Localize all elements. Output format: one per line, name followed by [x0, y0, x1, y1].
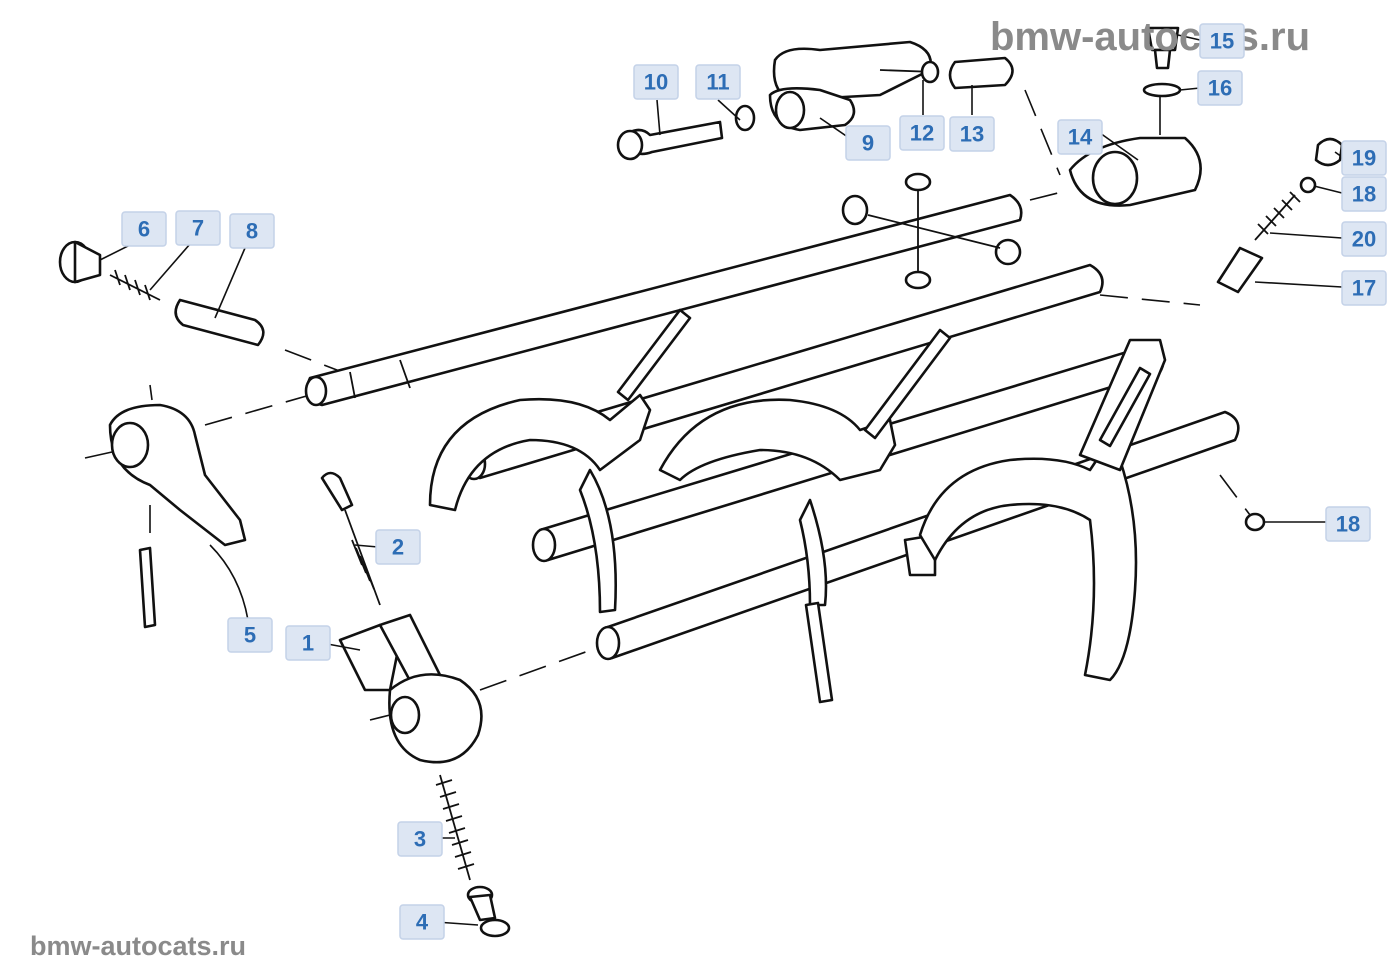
- callout-18-upper[interactable]: 18: [1341, 176, 1387, 212]
- shift-fork-left: [428, 393, 652, 614]
- callout-label: 6: [138, 217, 150, 242]
- watermark-top: bmw-autocats.ru: [990, 15, 1310, 59]
- watermark-bottom: bmw-autocats.ru: [30, 931, 246, 961]
- callout-4[interactable]: 4: [399, 904, 445, 940]
- callout-label: 16: [1208, 76, 1232, 101]
- shift-finger: [84, 403, 247, 629]
- spring-bottom: [435, 774, 475, 881]
- callout-6[interactable]: 6: [121, 211, 167, 247]
- callout-8[interactable]: 8: [229, 213, 275, 249]
- callout-11[interactable]: 11: [695, 64, 741, 100]
- callout-17[interactable]: 17: [1341, 270, 1387, 306]
- callout-12[interactable]: 12: [899, 115, 945, 151]
- screw-plug: [466, 885, 511, 938]
- callout-label: 4: [416, 910, 429, 935]
- callout-label: 9: [862, 131, 874, 156]
- callout-label: 19: [1352, 146, 1376, 171]
- callout-10[interactable]: 10: [633, 64, 679, 100]
- right-pin-spring-plug: [1216, 137, 1344, 294]
- callout-label: 7: [192, 216, 204, 241]
- socket-bolt: [616, 104, 756, 161]
- callout-19[interactable]: 19: [1341, 140, 1387, 176]
- left-plug-spring-pin: [58, 240, 265, 347]
- callout-label: 15: [1210, 29, 1234, 54]
- detent-ball-lower: [1244, 512, 1266, 532]
- callout-label: 20: [1352, 227, 1376, 252]
- callout-label: 17: [1352, 276, 1376, 301]
- callout-label: 11: [706, 70, 729, 95]
- selector-lever: [338, 613, 483, 764]
- callout-20[interactable]: 20: [1341, 221, 1387, 257]
- callout-2[interactable]: 2: [375, 529, 421, 565]
- callout-16[interactable]: 16: [1197, 70, 1243, 106]
- callout-3[interactable]: 3: [397, 821, 443, 857]
- callout-label: 14: [1068, 125, 1093, 150]
- callout-18-lower[interactable]: 18: [1325, 506, 1371, 542]
- callout-label: 3: [414, 827, 426, 852]
- callout-5[interactable]: 5: [227, 617, 273, 653]
- roll-pins: [616, 308, 1152, 704]
- shift-fork-middle: [658, 398, 937, 607]
- detent-pin: [320, 471, 381, 606]
- assembly-axis-lines: [149, 89, 1251, 691]
- callout-label: 18: [1336, 512, 1360, 537]
- callout-1[interactable]: 1: [285, 625, 331, 661]
- callout-label: 12: [910, 121, 934, 146]
- guide-sleeve: [1068, 136, 1202, 207]
- callout-label: 2: [392, 535, 404, 560]
- callout-label: 10: [644, 70, 668, 95]
- rod-fittings: [841, 172, 1022, 290]
- callout-15[interactable]: 15: [1199, 23, 1245, 59]
- shift-rod-top: [304, 193, 1023, 407]
- callout-9[interactable]: 9: [845, 125, 891, 161]
- callout-7[interactable]: 7: [175, 210, 221, 246]
- top-selector-assembly: [768, 40, 1014, 132]
- callout-label: 1: [302, 631, 314, 656]
- callout-14[interactable]: 14: [1057, 119, 1103, 155]
- callout-label: 5: [244, 623, 256, 648]
- callout-label: 8: [246, 219, 258, 244]
- callout-label: 18: [1352, 182, 1376, 207]
- callout-label: 13: [960, 122, 984, 147]
- callout-13[interactable]: 13: [949, 116, 995, 152]
